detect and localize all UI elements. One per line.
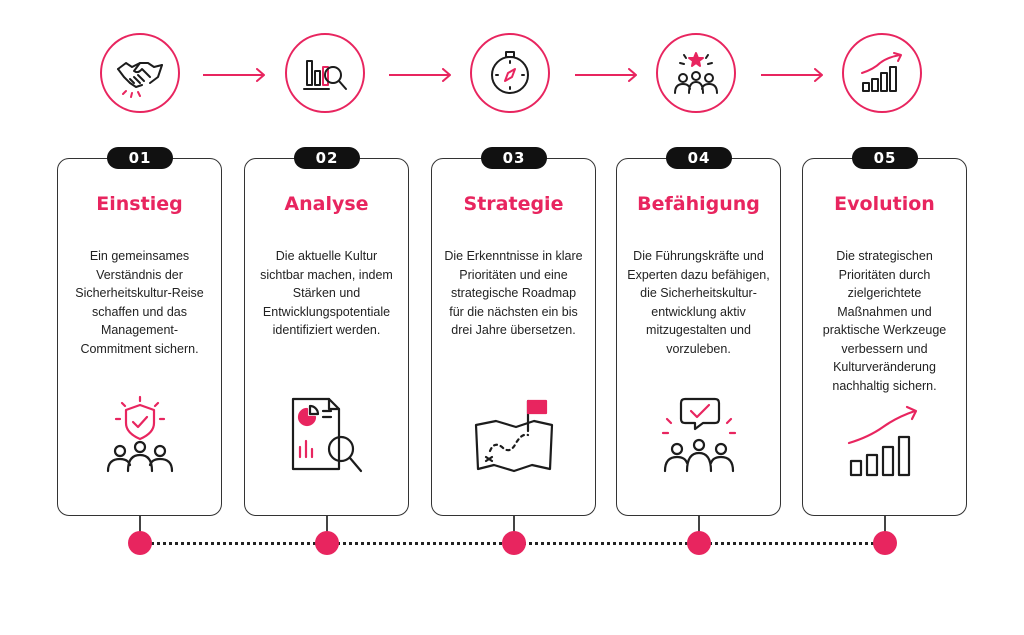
step-description: Die Erkenntnisse in klare Prioritäten un… [444,249,583,337]
step-illustration [472,395,557,480]
step-number-badge: 04 [666,147,732,169]
step-4-top-icon-circle [656,33,736,113]
step-number-badge: 03 [481,147,547,169]
step-title: Strategie [463,193,564,215]
flow-arrow-icon [761,68,823,82]
timeline-connector [513,516,515,544]
growth-bars-icon [847,405,918,477]
timeline-dot [873,531,897,555]
step-illustration [657,395,742,480]
timeline-dot [687,531,711,555]
step-description: Die Führungskräfte und Experten dazu bef… [627,249,770,356]
step-illustration [98,395,183,480]
report-magnifier-icon [291,397,363,473]
step-card-5: Evolution Die strategischen Prioritäten … [802,158,967,516]
flow-arrow-icon [389,68,451,82]
flow-arrow-icon [203,68,265,82]
step-card-3: Strategie Die Erkenntnisse in klare Prio… [431,158,596,516]
shield-team-icon [106,395,174,473]
compass-icon [491,51,529,94]
step-illustration [843,403,928,488]
step-card-4: Befähigung Die Führungskräfte und Expert… [616,158,781,516]
step-description: Ein gemeinsames Verständnis der Sicherhe… [75,249,204,356]
timeline-connector [139,516,141,544]
timeline-connector [326,516,328,544]
map-flag-icon [474,399,554,473]
handshake-icon [117,62,163,98]
step-5-top-icon-circle [842,33,922,113]
timeline-connector [884,516,886,544]
step-number-badge: 05 [852,147,918,169]
step-title: Evolution [834,193,935,215]
step-number-badge: 01 [107,147,173,169]
step-2-top-icon-circle [285,33,365,113]
timeline-dot [315,531,339,555]
step-card-2: Analyse Die aktuelle Kultur sichtbar mac… [244,158,409,516]
timeline-connector [698,516,700,544]
step-number-badge: 02 [294,147,360,169]
timeline-dot [128,531,152,555]
growth-chart-icon [861,52,902,92]
step-1-top-icon-circle [100,33,180,113]
step-illustration [285,395,370,480]
timeline-dot [502,531,526,555]
step-card-1: Einstieg Ein gemeinsames Verständnis der… [57,158,222,516]
step-3-top-icon-circle [470,33,550,113]
team-speech-check-icon [661,397,737,473]
step-title: Befähigung [637,193,760,215]
step-title: Einstieg [96,193,183,215]
team-star-icon [674,52,718,94]
chart-magnifier-icon [303,60,347,90]
step-description: Die strategischen Prioritäten durch ziel… [822,249,947,393]
step-title: Analyse [284,193,369,215]
step-description: Die aktuelle Kultur sichtbar machen, ind… [260,249,393,337]
flow-arrow-icon [575,68,637,82]
